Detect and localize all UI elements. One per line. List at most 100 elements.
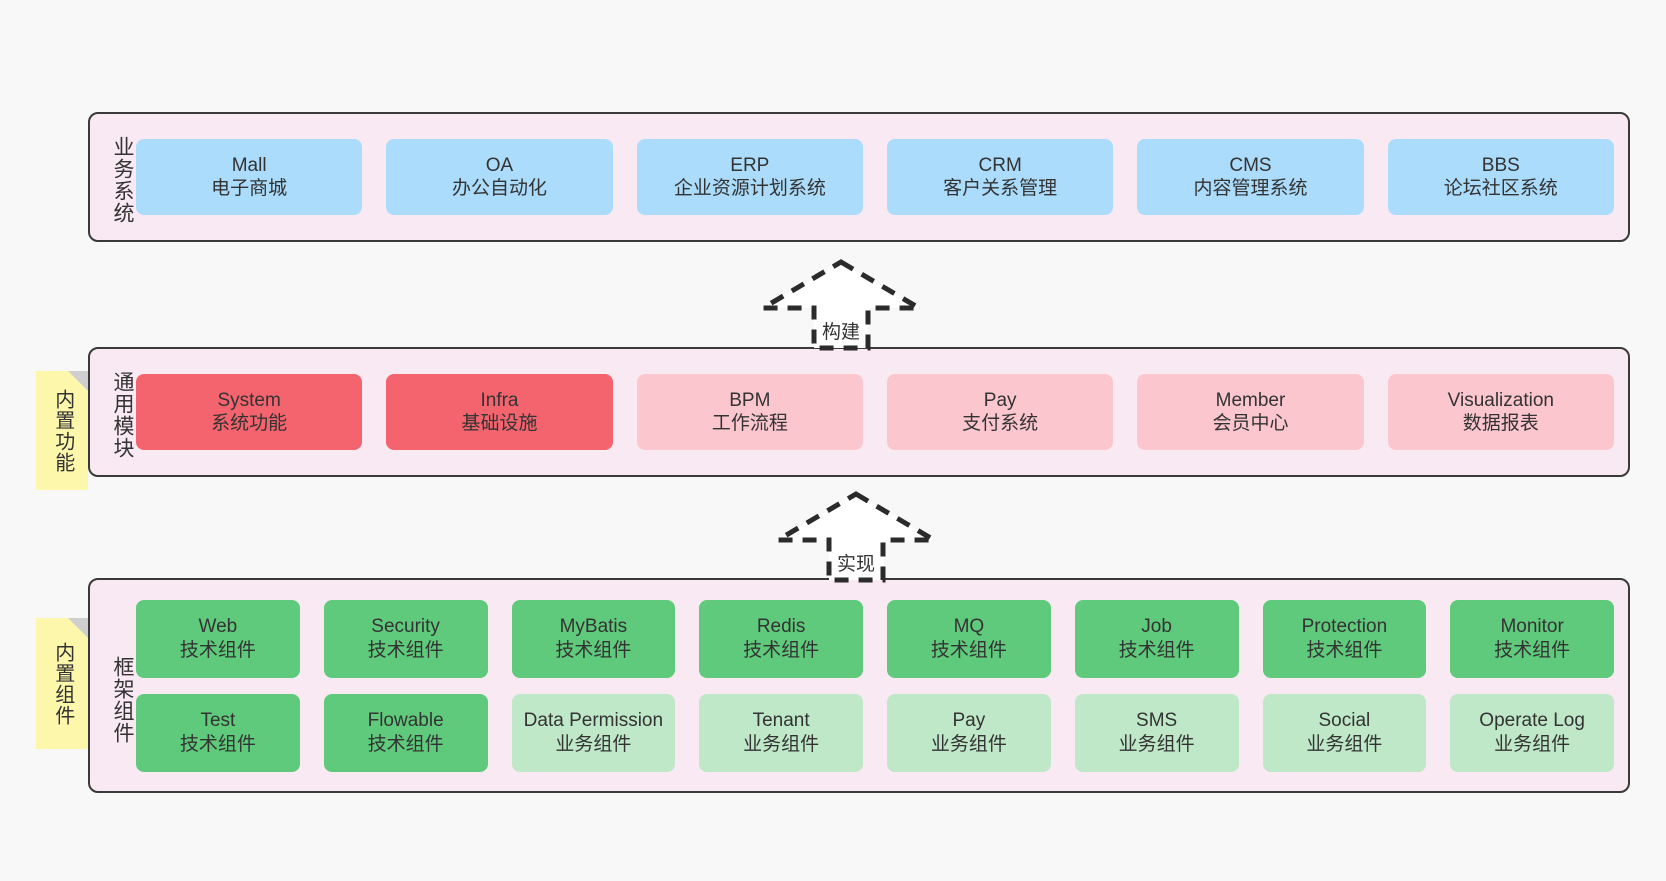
note-builtin-components-text: 内置组件 bbox=[51, 641, 74, 726]
card-visualization-subtitle: 数据报表 bbox=[1462, 413, 1539, 434]
card-job[interactable]: Job 技术组件 bbox=[1074, 599, 1239, 678]
card-data-permission[interactable]: Data Permission 业务组件 bbox=[511, 693, 676, 772]
card-oa-title: OA bbox=[485, 154, 514, 176]
card-cms-subtitle: 内容管理系统 bbox=[1193, 178, 1308, 199]
card-protection-subtitle: 技术组件 bbox=[1306, 639, 1383, 661]
card-oa[interactable]: OA 办公自动化 bbox=[386, 139, 613, 215]
card-test-subtitle: 技术组件 bbox=[179, 733, 256, 755]
card-security-title: Security bbox=[371, 616, 440, 638]
note-builtin-functions-text: 内置功能 bbox=[51, 388, 74, 473]
card-tenant-subtitle: 业务组件 bbox=[743, 733, 820, 755]
card-job-title: Job bbox=[1141, 616, 1172, 638]
business-systems-row: Mall 电子商城 OA 办公自动化 ERP 企业资源计划系统 CRM 客户关系… bbox=[136, 139, 1614, 215]
card-security-subtitle: 技术组件 bbox=[367, 639, 444, 661]
card-mall[interactable]: Mall 电子商城 bbox=[136, 139, 363, 215]
generalization-arrow-implement-icon bbox=[768, 491, 944, 583]
card-system[interactable]: System 系统功能 bbox=[136, 374, 363, 450]
card-sms-title: SMS bbox=[1136, 710, 1178, 732]
card-bpm-subtitle: 工作流程 bbox=[711, 413, 788, 434]
card-redis[interactable]: Redis 技术组件 bbox=[699, 599, 863, 678]
card-monitor-subtitle: 技术组件 bbox=[1494, 639, 1571, 661]
card-oa-subtitle: 办公自动化 bbox=[451, 178, 547, 199]
card-web[interactable]: Web 技术组件 bbox=[136, 599, 300, 678]
layer-framework-components-caption: 框架组件 bbox=[111, 655, 134, 744]
card-visualization-title: Visualization bbox=[1447, 389, 1554, 411]
general-modules-row: System 系统功能 Infra 基础设施 BPM 工作流程 Pay 支付系统… bbox=[136, 374, 1614, 450]
card-social-subtitle: 业务组件 bbox=[1306, 733, 1383, 755]
note-builtin-functions: 内置功能 bbox=[36, 371, 88, 490]
card-crm[interactable]: CRM 客户关系管理 bbox=[886, 139, 1114, 215]
card-sms[interactable]: SMS 业务组件 bbox=[1074, 693, 1239, 772]
note-builtin-components: 内置组件 bbox=[36, 618, 88, 749]
card-mq-subtitle: 技术组件 bbox=[930, 639, 1007, 661]
card-crm-title: CRM bbox=[978, 154, 1022, 176]
card-tenant[interactable]: Tenant 业务组件 bbox=[699, 693, 863, 772]
card-mybatis-title: MyBatis bbox=[559, 616, 628, 638]
card-operate-log-title: Operate Log bbox=[1479, 710, 1585, 732]
card-pay-component-title: Pay bbox=[952, 710, 986, 732]
generalization-arrow-implement: 实现 bbox=[766, 488, 946, 584]
card-monitor[interactable]: Monitor 技术组件 bbox=[1450, 599, 1614, 678]
card-test-title: Test bbox=[200, 710, 236, 732]
card-mq-title: MQ bbox=[953, 616, 985, 638]
framework-tech-row: Web 技术组件 Security 技术组件 MyBatis 技术组件 Redi… bbox=[136, 599, 1614, 678]
card-flowable-title: Flowable bbox=[367, 710, 444, 732]
generalization-arrow-build: 构建 bbox=[751, 256, 931, 352]
layer-framework-components: 框架组件 Web 技术组件 Security 技术组件 MyBatis 技术组件… bbox=[88, 578, 1630, 793]
card-pay-component[interactable]: Pay 业务组件 bbox=[887, 693, 1051, 772]
layer-general-modules-body: System 系统功能 Infra 基础设施 BPM 工作流程 Pay 支付系统… bbox=[134, 349, 1628, 475]
card-social[interactable]: Social 业务组件 bbox=[1262, 693, 1427, 772]
card-flowable[interactable]: Flowable 技术组件 bbox=[323, 693, 488, 772]
card-cms[interactable]: CMS 内容管理系统 bbox=[1137, 139, 1364, 215]
card-web-title: Web bbox=[198, 616, 238, 638]
card-bbs[interactable]: BBS 论坛社区系统 bbox=[1387, 139, 1614, 215]
card-tenant-title: Tenant bbox=[752, 710, 810, 732]
card-operate-log[interactable]: Operate Log 业务组件 bbox=[1450, 693, 1614, 772]
card-security[interactable]: Security 技术组件 bbox=[323, 599, 488, 678]
card-infra[interactable]: Infra 基础设施 bbox=[386, 374, 613, 450]
card-mq[interactable]: MQ 技术组件 bbox=[887, 599, 1051, 678]
card-mybatis[interactable]: MyBatis 技术组件 bbox=[511, 599, 676, 678]
card-redis-subtitle: 技术组件 bbox=[743, 639, 820, 661]
card-erp[interactable]: ERP 企业资源计划系统 bbox=[636, 139, 863, 215]
card-infra-subtitle: 基础设施 bbox=[461, 413, 538, 434]
card-data-permission-title: Data Permission bbox=[523, 710, 664, 732]
card-bbs-title: BBS bbox=[1481, 154, 1520, 176]
generalization-arrow-build-icon bbox=[753, 259, 929, 351]
card-web-subtitle: 技术组件 bbox=[179, 639, 256, 661]
card-job-subtitle: 技术组件 bbox=[1118, 639, 1195, 661]
card-member-title: Member bbox=[1215, 389, 1286, 411]
card-cms-title: CMS bbox=[1229, 154, 1272, 176]
card-sms-subtitle: 业务组件 bbox=[1118, 733, 1195, 755]
framework-business-row: Test 技术组件 Flowable 技术组件 Data Permission … bbox=[136, 693, 1614, 772]
card-data-permission-subtitle: 业务组件 bbox=[555, 733, 632, 755]
card-flowable-subtitle: 技术组件 bbox=[367, 733, 444, 755]
card-pay-component-subtitle: 业务组件 bbox=[930, 733, 1007, 755]
layer-general-modules-caption: 通用模块 bbox=[111, 371, 134, 459]
card-bpm-title: BPM bbox=[729, 389, 771, 411]
card-erp-title: ERP bbox=[730, 154, 770, 176]
card-system-title: System bbox=[217, 389, 281, 411]
card-pay-module-subtitle: 支付系统 bbox=[962, 413, 1039, 434]
card-protection-title: Protection bbox=[1301, 616, 1388, 638]
card-erp-subtitle: 企业资源计划系统 bbox=[673, 178, 826, 199]
card-member[interactable]: Member 会员中心 bbox=[1137, 374, 1364, 450]
card-crm-subtitle: 客户关系管理 bbox=[943, 178, 1058, 199]
layer-business-systems-caption: 业务系统 bbox=[111, 136, 134, 224]
card-operate-log-subtitle: 业务组件 bbox=[1494, 733, 1571, 755]
card-pay-module[interactable]: Pay 支付系统 bbox=[886, 374, 1114, 450]
card-infra-title: Infra bbox=[480, 389, 519, 411]
layer-general-modules: 通用模块 System 系统功能 Infra 基础设施 BPM 工作流程 Pay… bbox=[88, 347, 1630, 477]
note-fold-corner-icon bbox=[68, 371, 88, 391]
card-redis-title: Redis bbox=[756, 616, 806, 638]
card-member-subtitle: 会员中心 bbox=[1212, 413, 1289, 434]
card-pay-module-title: Pay bbox=[983, 389, 1017, 411]
card-visualization[interactable]: Visualization 数据报表 bbox=[1387, 374, 1614, 450]
card-mall-subtitle: 电子商城 bbox=[211, 178, 288, 199]
card-social-title: Social bbox=[1318, 710, 1371, 732]
card-protection[interactable]: Protection 技术组件 bbox=[1262, 599, 1427, 678]
card-system-subtitle: 系统功能 bbox=[211, 413, 288, 434]
card-bpm[interactable]: BPM 工作流程 bbox=[636, 374, 863, 450]
layer-business-systems-body: Mall 电子商城 OA 办公自动化 ERP 企业资源计划系统 CRM 客户关系… bbox=[134, 114, 1628, 240]
card-test[interactable]: Test 技术组件 bbox=[136, 693, 300, 772]
